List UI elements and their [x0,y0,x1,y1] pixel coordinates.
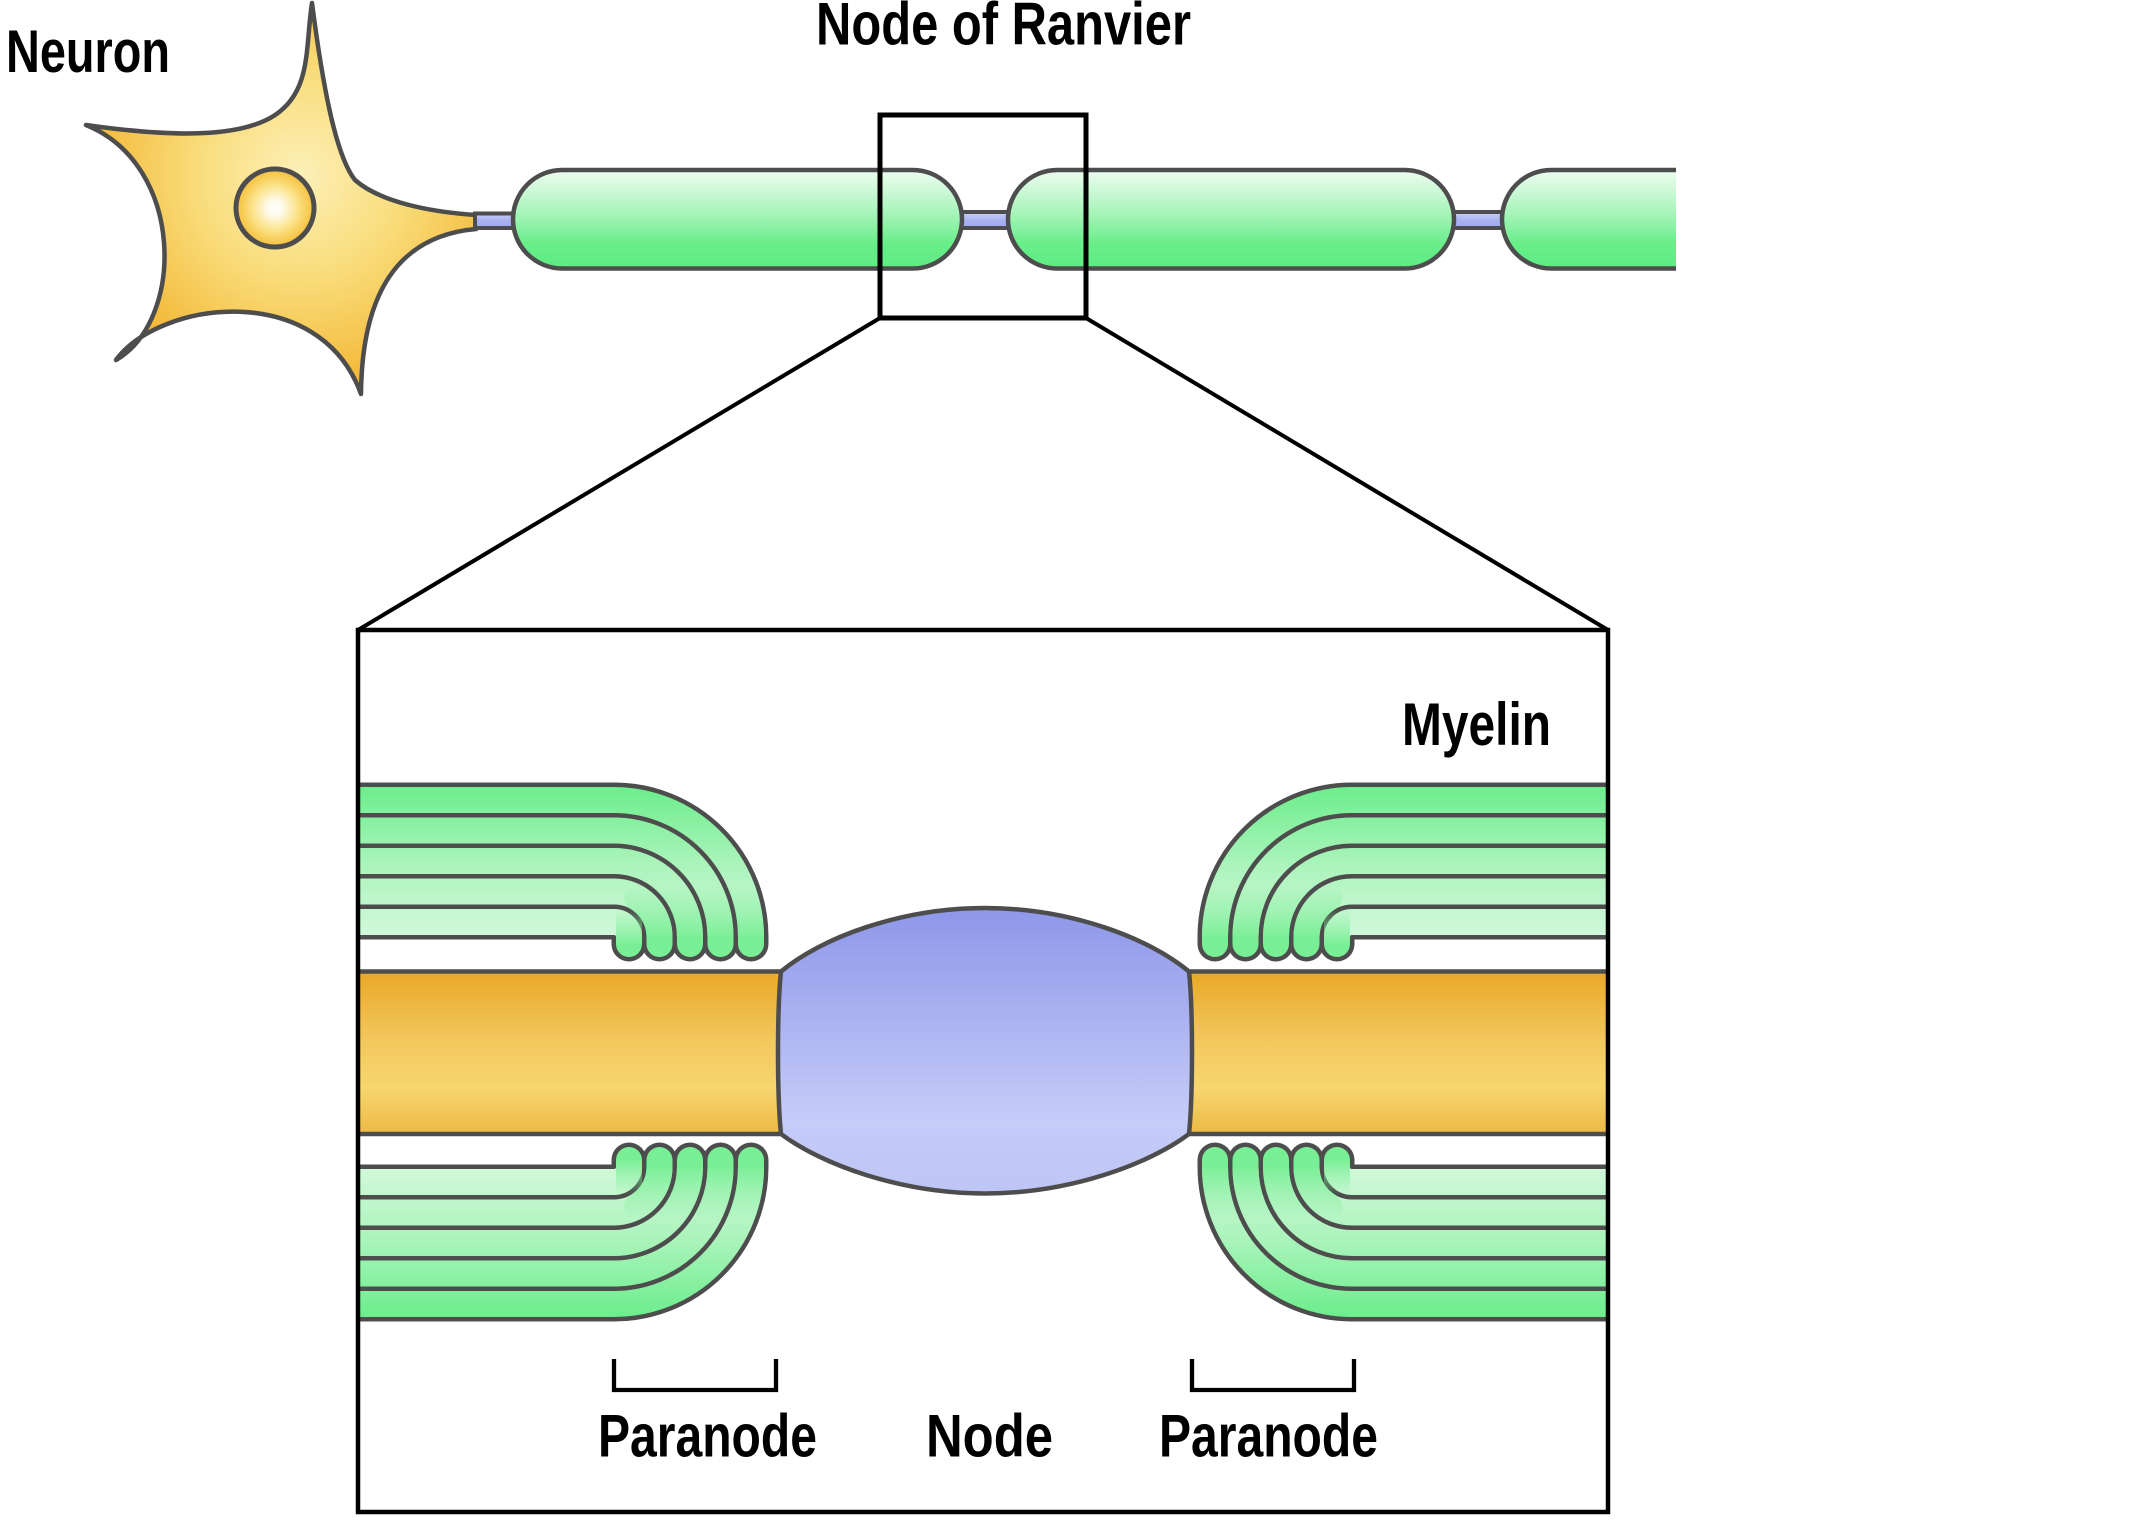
svg-text:Node of Ranvier: Node of Ranvier [816,0,1191,58]
svg-text:Neuron: Neuron [6,18,170,85]
svg-text:Myelin: Myelin [1402,691,1551,758]
svg-text:Paranode: Paranode [1159,1403,1378,1470]
svg-text:Paranode: Paranode [598,1403,817,1470]
svg-text:Node: Node [926,1403,1053,1470]
